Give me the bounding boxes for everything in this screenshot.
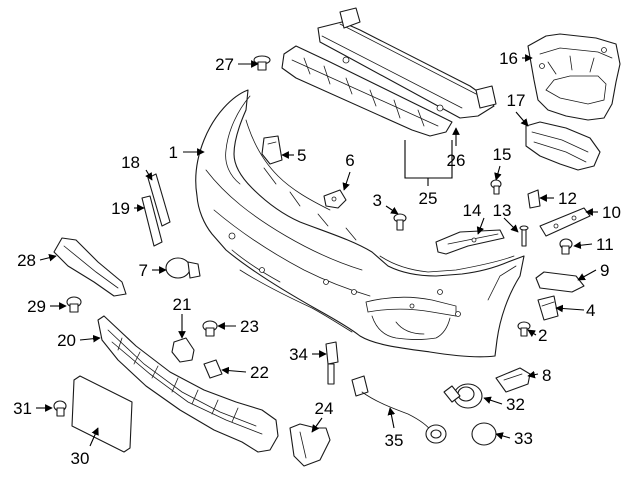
clip-5 (261, 135, 283, 165)
screw-29 (66, 296, 82, 313)
callout-9: 9 (600, 261, 609, 280)
bracket-21 (171, 337, 195, 363)
trim-19 (141, 195, 163, 247)
callout-13: 13 (493, 201, 512, 220)
callout-1: 1 (169, 143, 178, 162)
callout-35: 35 (385, 431, 404, 450)
bracket-4 (537, 295, 559, 321)
reinforcement-beam (317, 7, 497, 119)
harness-35 (351, 375, 447, 444)
callout-7: 7 (139, 261, 148, 280)
grille-assembly-right (527, 33, 621, 121)
screw-31 (53, 400, 67, 417)
callout-21: 21 (173, 295, 192, 314)
callout-20: 20 (57, 331, 76, 350)
callout-32: 32 (506, 395, 525, 414)
callout-18: 18 (121, 153, 140, 172)
clip-15 (490, 179, 502, 195)
callout-27: 27 (215, 55, 234, 74)
callout-4: 4 (586, 301, 595, 320)
callout-10: 10 (602, 203, 621, 222)
callout-23: 23 (240, 317, 259, 336)
callout-22: 22 (250, 363, 269, 382)
callout-24: 24 (315, 399, 334, 418)
duct-28 (53, 237, 127, 297)
callout-34: 34 (289, 345, 308, 364)
bumper-cover (195, 89, 525, 358)
stud-13 (519, 225, 529, 247)
sensor-32 (443, 383, 483, 409)
callout-31: 31 (13, 399, 32, 418)
bracket-9 (535, 271, 585, 293)
leader-lines (36, 54, 598, 447)
callout-25: 25 (419, 189, 438, 208)
callout-30: 30 (71, 449, 90, 468)
clip-22 (203, 359, 223, 379)
bracket-10 (539, 207, 591, 237)
callout-2: 2 (538, 326, 547, 345)
lower-grille (97, 315, 279, 453)
cap-33 (471, 422, 497, 446)
license-plate-bracket (71, 375, 133, 453)
callout-3: 3 (373, 191, 382, 210)
grille-trim (525, 121, 601, 171)
cap-7 (165, 257, 201, 279)
callout-5: 5 (297, 146, 306, 165)
trim-24 (289, 423, 331, 467)
callout-15: 15 (493, 145, 512, 164)
screw-23 (202, 320, 218, 337)
callout-29: 29 (27, 297, 46, 316)
clip-12 (527, 189, 541, 209)
screw-11 (559, 238, 573, 255)
callout-16: 16 (499, 49, 518, 68)
callout-8: 8 (542, 366, 551, 385)
callout-14: 14 (463, 201, 482, 220)
callout-26: 26 (447, 151, 466, 170)
sensor-34 (325, 341, 339, 385)
trim-18 (147, 173, 171, 227)
callout-28: 28 (17, 251, 36, 270)
screw-3 (393, 213, 407, 231)
cover-8 (495, 367, 531, 393)
callout-labels: 1 2 3 4 5 6 7 8 9 10 11 12 13 14 15 16 1… (13, 49, 621, 468)
bracket-6 (323, 189, 347, 209)
callout-19: 19 (111, 199, 130, 218)
callout-12: 12 (558, 189, 577, 208)
clip-2 (517, 321, 531, 337)
energy-absorber (281, 45, 453, 137)
bolt-27 (253, 55, 271, 71)
callout-11: 11 (596, 235, 614, 254)
callout-33: 33 (514, 429, 533, 448)
callout-17: 17 (507, 91, 526, 110)
bracket-14 (435, 229, 505, 255)
callout-6: 6 (345, 151, 354, 170)
